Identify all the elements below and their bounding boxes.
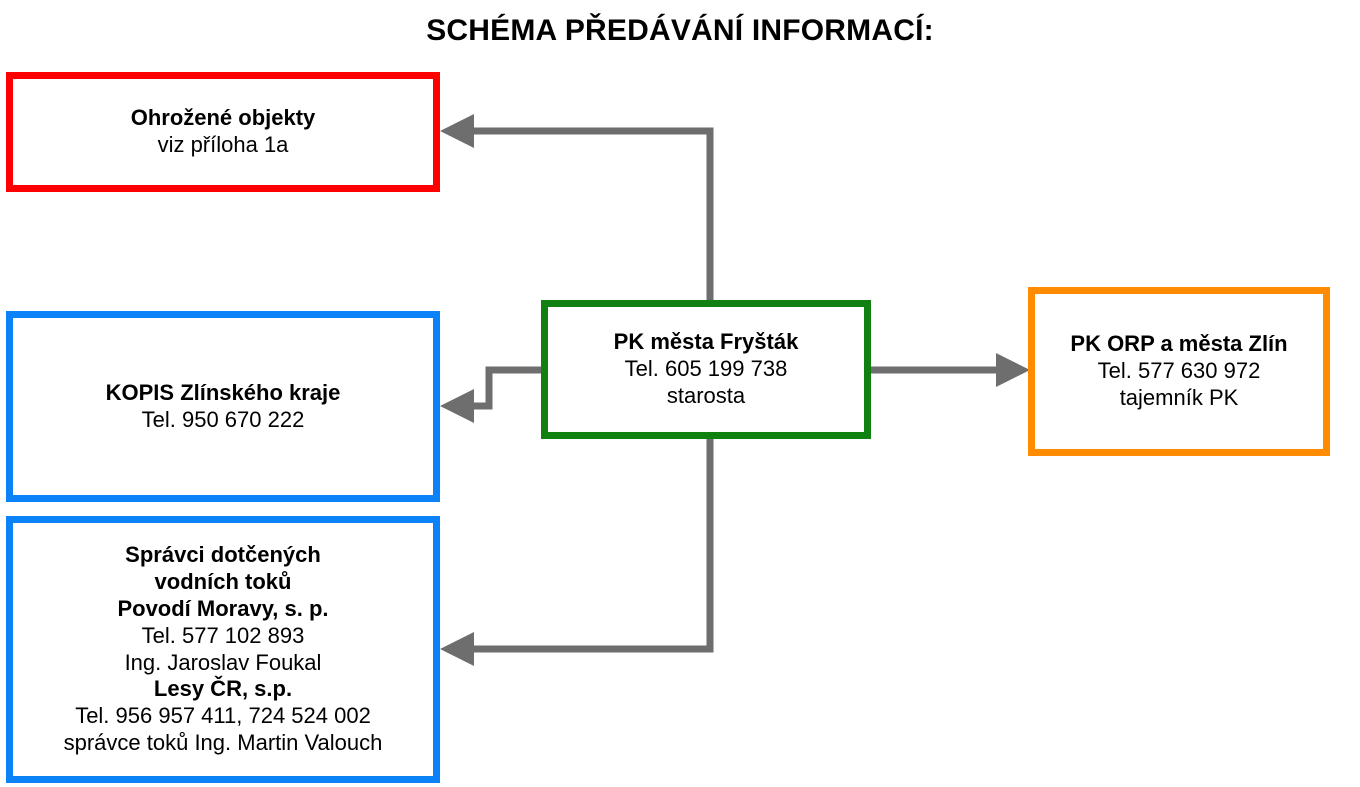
node-line: KOPIS Zlínského kraje [105, 379, 341, 405]
node-line: Tel. 956 957 411, 724 524 002 [75, 703, 371, 729]
node-line: starosta [666, 382, 746, 408]
node-line: Ohrožené objekty [130, 105, 316, 131]
arrowhead-icon [440, 389, 474, 423]
connector-frystak-to-ohrozene-objekty [440, 114, 714, 300]
connector-frystak-to-pk-orp-zlin [871, 353, 1030, 387]
connector-line [468, 366, 541, 410]
node-line: Tel. 950 670 222 [141, 406, 305, 432]
node-line: vodních toků [154, 569, 292, 595]
node-pk-mesta-frystak[interactable]: PK města Fryšták Tel. 605 199 738 staros… [541, 300, 871, 439]
node-line: Tel. 577 102 893 [141, 622, 305, 648]
connector-frystak-to-kopis [440, 366, 541, 423]
node-line: Ing. Jaroslav Foukal [124, 649, 322, 675]
arrowhead-icon [996, 353, 1030, 387]
node-line: tajemník PK [1119, 384, 1239, 410]
node-line: Tel. 605 199 738 [624, 356, 788, 382]
arrowhead-icon [440, 114, 474, 148]
node-spravci-vodnich-toku[interactable]: Správci dotčených vodních toků Povodí Mo… [6, 516, 440, 783]
node-line: Správci dotčených [125, 542, 321, 568]
node-line: viz příloha 1a [157, 132, 289, 157]
node-ohrozene-objekty[interactable]: Ohrožené objekty viz příloha 1a [6, 72, 440, 192]
connector-line [468, 439, 714, 653]
node-line: správce toků Ing. Martin Valouch [63, 729, 383, 755]
node-kopis-zlinskeho-kraje[interactable]: KOPIS Zlínského kraje Tel. 950 670 222 [6, 311, 440, 502]
node-line: PK ORP a města Zlín [1070, 331, 1288, 357]
arrowhead-icon [440, 632, 474, 666]
page-title: SCHÉMA PŘEDÁVÁNÍ INFORMACÍ: [426, 14, 934, 47]
connector-frystak-to-spravci [440, 439, 714, 666]
node-pk-orp-a-mesta-zlin[interactable]: PK ORP a města Zlín Tel. 577 630 972 taj… [1028, 287, 1330, 456]
node-line: Lesy ČR, s.p. [153, 676, 293, 702]
node-line: Tel. 577 630 972 [1097, 358, 1261, 384]
node-line: Povodí Moravy, s. p. [117, 595, 329, 621]
node-line: PK města Fryšták [613, 329, 799, 355]
connector-line [468, 127, 714, 300]
